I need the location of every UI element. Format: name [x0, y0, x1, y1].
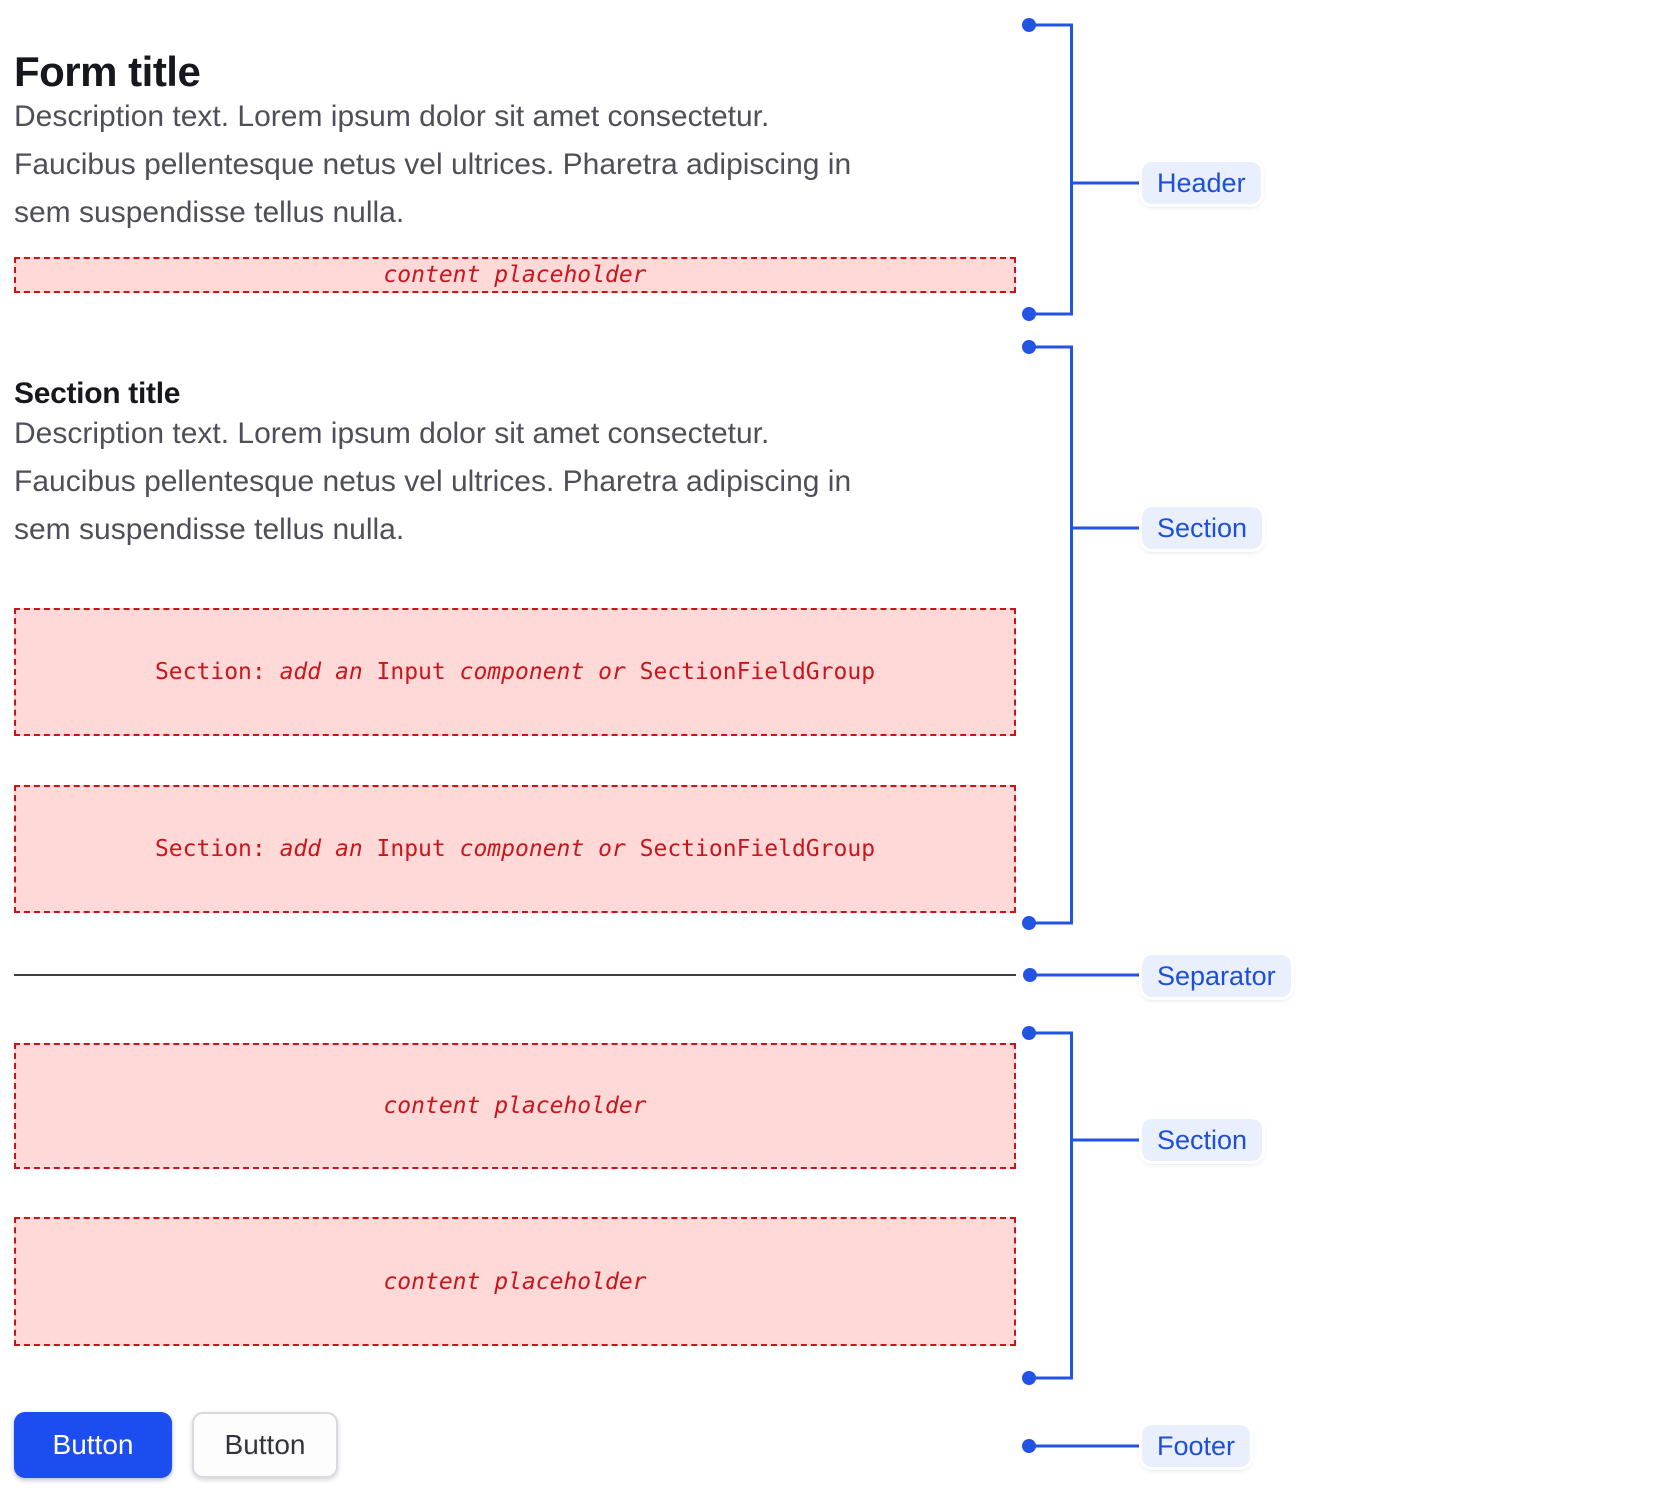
placeholder-text: Input [376, 836, 446, 862]
secondary-button[interactable]: Button [192, 1412, 338, 1478]
header-top-dot [1022, 18, 1036, 32]
placeholder-text: SectionFieldGroup [639, 659, 876, 685]
header-bracket [1029, 23, 1073, 316]
header-bottom-dot [1022, 307, 1036, 321]
placeholder-text: component or [445, 659, 640, 685]
form-description-line: sem suspendisse tellus nulla. [14, 196, 405, 229]
section-description-line: Description text. Lorem ipsum dolor sit … [14, 417, 770, 450]
footer-dot [1022, 1439, 1036, 1453]
form-title: Form title [14, 48, 201, 96]
placeholder-text: SectionFieldGroup [639, 836, 876, 862]
section-annotation-label: Section [1142, 1119, 1263, 1161]
separator-annotation-label: Separator [1142, 955, 1291, 997]
placeholder-text: content placeholder [383, 1093, 647, 1119]
section-description: Description text. Lorem ipsum dolor sit … [14, 410, 851, 554]
content-placeholder: content placeholder [14, 1043, 1016, 1169]
section2-top-dot [1022, 1026, 1036, 1040]
section-title: Section title [14, 376, 181, 410]
content-placeholder: content placeholder [14, 1217, 1016, 1346]
header-content-placeholder: content placeholder [14, 257, 1016, 293]
placeholder-text: content placeholder [383, 1268, 647, 1295]
placeholder-text: component or [445, 836, 640, 862]
section-annotation-label: Section [1142, 507, 1263, 549]
section-top-dot [1022, 340, 1036, 354]
placeholder-text: Input [376, 659, 446, 685]
form-description-line: Description text. Lorem ipsum dolor sit … [14, 100, 770, 133]
footer-annotation-label: Footer [1142, 1425, 1251, 1467]
header-annotation-label: Header [1142, 162, 1261, 204]
section-input-placeholder: Section: add an Input component or Secti… [14, 785, 1016, 913]
section-description-line: sem suspendisse tellus nulla. [14, 513, 405, 546]
primary-button[interactable]: Button [14, 1412, 172, 1478]
separator-line [14, 974, 1016, 976]
section-bracket-bottom [1029, 1031, 1073, 1380]
placeholder-text: add an [279, 836, 377, 862]
section-bottom-dot [1022, 916, 1036, 930]
placeholder-text: content placeholder [383, 262, 647, 288]
form-description-line: Faucibus pellentesque netus vel ultrices… [14, 148, 852, 181]
form-description: Description text. Lorem ipsum dolor sit … [14, 93, 851, 237]
placeholder-text: Section: [154, 836, 280, 862]
section2-bottom-dot [1022, 1371, 1036, 1385]
separator-dot [1023, 968, 1037, 982]
section-input-placeholder: Section: add an Input component or Secti… [14, 608, 1016, 736]
placeholder-text: Section: [154, 659, 280, 685]
placeholder-text: add an [279, 659, 377, 685]
section-bracket-top [1029, 345, 1073, 925]
section-description-line: Faucibus pellentesque netus vel ultrices… [14, 465, 852, 498]
